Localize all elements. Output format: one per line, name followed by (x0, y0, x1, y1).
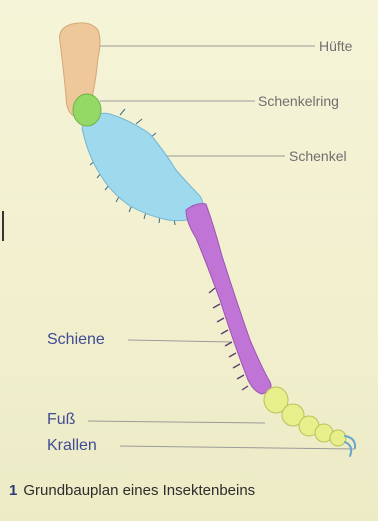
schenkel-shape (82, 113, 204, 220)
fuss-shape (264, 387, 346, 446)
leader-line-schiene (128, 340, 232, 342)
page-edge-mark (2, 211, 4, 241)
leader-line-krallen (120, 446, 355, 449)
label-schiene: Schiene (47, 331, 105, 349)
label-huefte: Hüfte (319, 38, 352, 54)
figure-caption: 1 Grundbauplan eines Insektenbeins (9, 482, 255, 499)
label-krallen: Krallen (47, 437, 97, 455)
label-fuss: Fuß (47, 411, 75, 429)
label-schenkel: Schenkel (289, 148, 347, 164)
krallen-shape (345, 436, 355, 456)
caption-text: Grundbauplan eines Insektenbeins (23, 482, 255, 499)
leader-line-fuss (88, 421, 265, 423)
fuss-segment (330, 430, 346, 446)
caption-number: 1 (9, 482, 17, 499)
schenkelring-shape (73, 94, 101, 126)
schiene-shape (186, 204, 271, 394)
label-schenkelring: Schenkelring (258, 93, 339, 109)
